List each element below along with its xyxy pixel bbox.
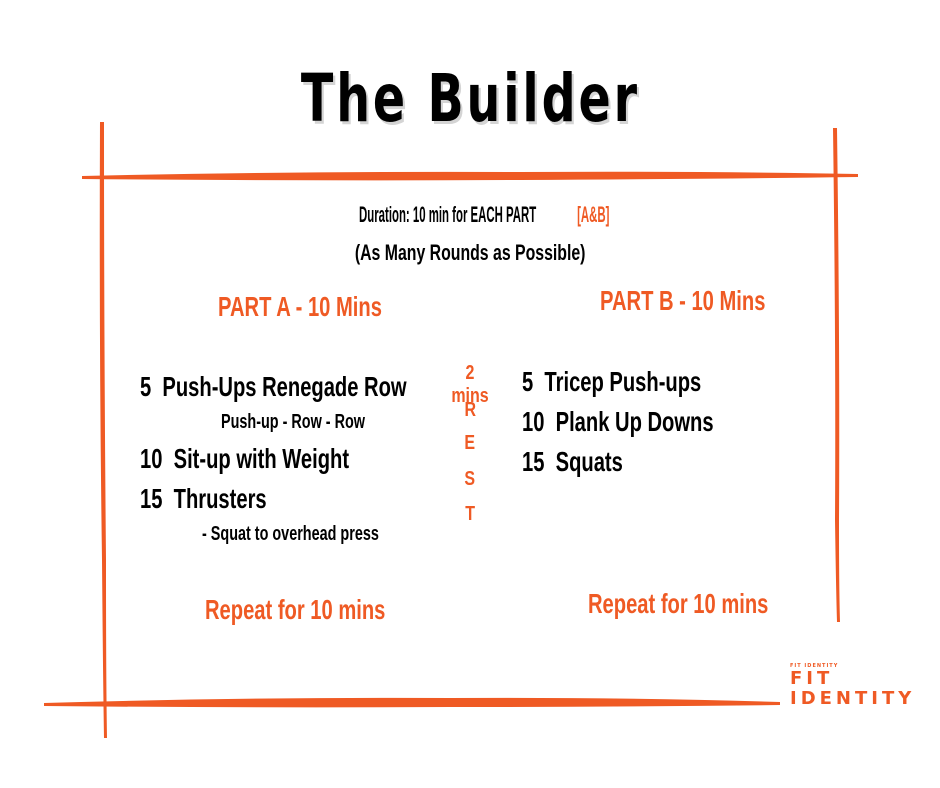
exercise-name: Tricep Push-ups [544,366,702,397]
part-b-repeat: Repeat for 10 mins [588,588,769,619]
exercise-name: Push-Ups Renegade Row [162,371,407,402]
page-title: The Builder [300,60,640,137]
part-b-exercise-1: 5 Tricep Push-ups [522,366,771,398]
part-a-repeat: Repeat for 10 mins [205,594,386,625]
amrap-line: (As Many Rounds as Possible) [354,240,586,265]
exercise-name: Squats [555,446,623,477]
part-a-exercise-2: 10 Sit-up with Weight [140,443,430,475]
part-a-exercise-1-note: Push-up - Row - Row [221,411,365,433]
part-b-exercise-3: 15 Squats [522,446,662,478]
logo-line-1: FIT [790,668,834,689]
frame-top-stroke [82,171,858,181]
fit-identity-logo: FIT IDENTITY FIT IDENTITY [790,663,915,709]
part-a-exercise-3-note: - Squat to overhead press [202,523,379,545]
part-b-exercise-2: 10 Plank Up Downs [522,406,788,438]
part-a-exercise-1: 5 Push-Ups Renegade Row [140,371,510,403]
frame-left-stroke [99,122,107,738]
exercise-name: Plank Up Downs [555,406,714,437]
rest-duration: 2 mins [451,362,489,407]
rest-letter-s: S [464,468,476,490]
rest-letter-r: R [464,399,476,421]
part-b-heading: PART B - 10 Mins [600,285,766,316]
duration-highlight: [A&B] [576,202,610,227]
exercise-reps: 5 [522,366,534,397]
frame-right-stroke [833,128,840,622]
exercise-reps: 10 [140,443,163,474]
exercise-name: Thrusters [173,483,267,514]
part-a-heading: PART A - 10 Mins [218,291,382,322]
exercise-reps: 10 [522,406,545,437]
rest-letter-t: T [465,503,475,525]
frame-bottom-stroke [44,697,780,708]
part-a-exercise-3: 15 Thrusters [140,483,316,515]
duration-text: Duration: 10 min for EACH PART [358,202,537,227]
exercise-reps: 5 [140,371,152,402]
duration-line: Duration: 10 min for EACH PART [A&B] [0,202,940,228]
logo-tiny-text: FIT IDENTITY [790,663,839,669]
rest-letter-e: E [464,432,476,454]
exercise-reps: 15 [140,483,163,514]
exercise-reps: 15 [522,446,545,477]
exercise-name: Sit-up with Weight [173,443,350,474]
logo-line-2: IDENTITY [790,688,916,709]
